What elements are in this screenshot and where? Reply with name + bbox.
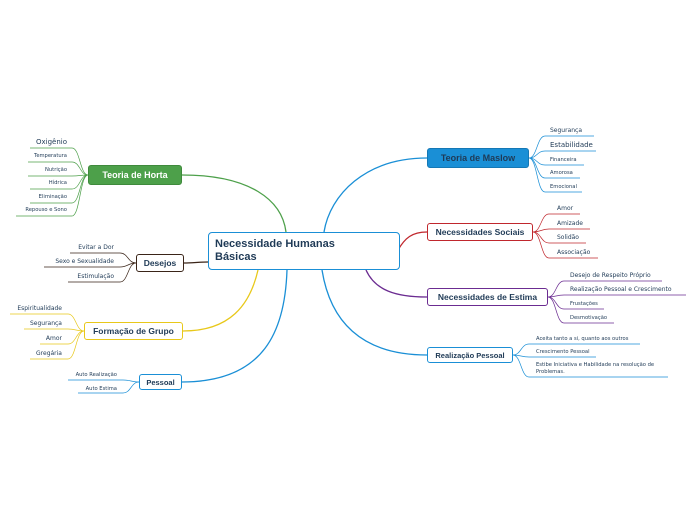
topic-teoria-de-horta-label: Teoria de Horta bbox=[102, 170, 168, 180]
leaf-grupo-amor[interactable]: Amor bbox=[45, 335, 62, 342]
leaf-horta-eliminacao[interactable]: Eliminação bbox=[38, 194, 67, 200]
topic-teoria-de-horta[interactable]: Teoria de Horta bbox=[88, 165, 182, 185]
connector-desejos bbox=[183, 261, 209, 264]
leaf-sociais-solidao[interactable]: Solidão bbox=[557, 234, 579, 241]
leaf-horta-temperatura[interactable]: Temperatura bbox=[34, 153, 67, 159]
leaf-sociais-associacao[interactable]: Associação bbox=[557, 249, 591, 256]
topic-necessidades-sociais[interactable]: Necessidades Sociais bbox=[427, 223, 533, 241]
topic-necessidades-de-estima-label: Necessidades de Estima bbox=[437, 292, 538, 302]
leaf-maslow-emocional[interactable]: Emocional bbox=[550, 184, 577, 190]
leaf-desejos-estimulacao[interactable]: Estimulação bbox=[77, 273, 114, 280]
connector-sociais bbox=[397, 231, 428, 251]
leaf-horta-nutricao[interactable]: Nutrição bbox=[45, 167, 67, 173]
topic-necessidades-de-estima[interactable]: Necessidades de Estima bbox=[427, 288, 548, 306]
leaf-maslow-seguranca[interactable]: Segurança bbox=[550, 127, 583, 134]
leaf-grupo-seguranca[interactable]: Segurança bbox=[29, 320, 62, 327]
leaf-estima-desmotivacao[interactable]: Desmotivação bbox=[570, 315, 608, 321]
connector-estima bbox=[365, 269, 428, 298]
leaf-horta-hidrica[interactable]: Hídrica bbox=[48, 180, 67, 186]
topic-realizacao-pessoal-label: Realização Pessoal bbox=[435, 350, 505, 360]
leaf-grupo-gregaria[interactable]: Gregária bbox=[36, 350, 62, 357]
leaf-sociais-amizade[interactable]: Amizade bbox=[557, 220, 583, 227]
topic-desejos[interactable]: Desejos bbox=[136, 254, 184, 272]
leaf-horta-repouso-e-sono[interactable]: Repouso e Sono bbox=[25, 207, 67, 213]
leaf-pessoal-auto-estima[interactable]: Auto Estima bbox=[85, 386, 117, 392]
connector-maslow bbox=[323, 157, 428, 233]
topic-teoria-de-maslow-label: Teoria de Maslow bbox=[440, 153, 516, 163]
topic-pessoal-label: Pessoal bbox=[146, 377, 175, 387]
connector-horta bbox=[181, 174, 287, 233]
topic-teoria-de-maslow[interactable]: Teoria de Maslow bbox=[427, 148, 529, 168]
leaf-horta-oxigenio[interactable]: Oxigênio bbox=[35, 138, 67, 146]
leaf-realizacao-crescimento[interactable]: Crescimento Pessoal bbox=[536, 349, 590, 355]
leaf-realizacao-problemas[interactable]: Problemas. bbox=[536, 369, 565, 375]
topic-formacao-de-grupo-label: Formação de Grupo bbox=[93, 326, 174, 336]
central-topic[interactable]: Necessidade Humanas Básicas bbox=[208, 232, 400, 270]
leaf-maslow-financeira[interactable]: Financeira bbox=[550, 157, 577, 163]
leaf-realizacao-iniciativa[interactable]: Estibe Iniciativa e Habilidade na resolu… bbox=[536, 362, 655, 368]
leaf-estima-respeito-proprio[interactable]: Desejo de Respeito Próprio bbox=[570, 272, 651, 279]
topic-desejos-label: Desejos bbox=[143, 258, 177, 268]
leaf-maslow-amorosa[interactable]: Amorosa bbox=[550, 170, 573, 176]
topic-realizacao-pessoal[interactable]: Realização Pessoal bbox=[427, 347, 513, 363]
leaf-pessoal-auto-realizacao[interactable]: Auto Realização bbox=[75, 372, 117, 378]
leaf-estima-realizacao-crescimento[interactable]: Realização Pessoal e Crescimento bbox=[570, 286, 672, 293]
leaf-grupo-espiritualidade[interactable]: Espiritualidade bbox=[17, 305, 62, 312]
leaf-sociais-amor[interactable]: Amor bbox=[557, 205, 574, 212]
topic-necessidades-sociais-label: Necessidades Sociais bbox=[435, 227, 525, 237]
connector-realizacao bbox=[321, 269, 428, 356]
central-topic-label: Necessidade Humanas Básicas bbox=[215, 238, 335, 263]
leaf-realizacao-aceita[interactable]: Aceita tanto a si, quanto aos outros bbox=[536, 336, 629, 342]
leaf-desejos-sexo-e-sexualidade[interactable]: Sexo e Sexualidade bbox=[55, 258, 114, 265]
connector-pessoal bbox=[181, 269, 288, 383]
leaf-maslow-estabilidade[interactable]: Estabilidade bbox=[550, 141, 593, 149]
topic-pessoal[interactable]: Pessoal bbox=[139, 374, 182, 390]
topic-formacao-de-grupo[interactable]: Formação de Grupo bbox=[84, 322, 183, 340]
connector-grupo bbox=[182, 269, 259, 332]
leaf-desejos-evitar-a-dor[interactable]: Evitar a Dor bbox=[78, 244, 114, 251]
leaf-estima-frustacoes[interactable]: Frustações bbox=[570, 301, 598, 307]
